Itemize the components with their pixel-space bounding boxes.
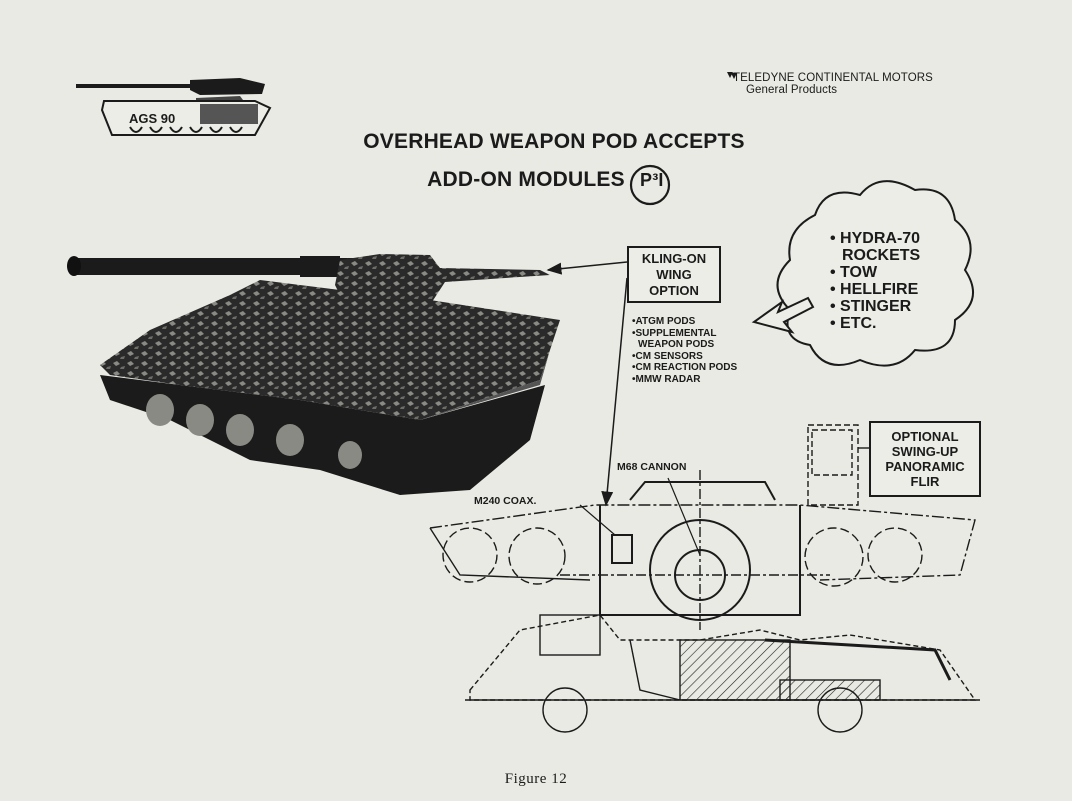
company-line-2: General Products <box>746 84 838 96</box>
kling-options-list: •ATGM PODS •SUPPLEMENTAL WEAPON PODS •CM… <box>632 316 737 385</box>
title-line-2: ADD-ON MODULES P³I <box>14 168 1072 192</box>
m240-coax-label: M240 COAX. <box>474 495 537 507</box>
cross-section-drawing <box>429 424 980 733</box>
p3i-badge: P³I <box>640 170 664 190</box>
list-item: • STINGER <box>830 298 912 315</box>
flir-line-2: SWING-UP <box>891 444 959 459</box>
list-item: •SUPPLEMENTAL <box>632 327 717 339</box>
list-item: •ATGM PODS <box>632 316 696 327</box>
list-item: • HYDRA-70 <box>830 230 921 247</box>
list-item: WEAPON PODS <box>638 339 715 350</box>
kling-arrow-photo <box>546 261 628 275</box>
flir-line-3: PANORAMIC <box>885 459 965 474</box>
flir-line-4: FLIR <box>910 474 940 489</box>
figure-caption: Figure 12 <box>504 771 568 787</box>
kling-line-3: OPTION <box>649 283 699 298</box>
kling-arrow-drawing <box>601 277 628 507</box>
teledyne-logo-icon <box>727 72 737 79</box>
ags90-logo <box>76 78 272 136</box>
cloud-arrow-icon <box>751 296 815 334</box>
optional-flir-box: OPTIONAL SWING-UP PANORAMIC FLIR <box>869 421 981 497</box>
kling-line-1: KLING-ON <box>641 251 707 266</box>
title-line-2-text: ADD-ON MODULES <box>427 168 625 191</box>
kling-line-2: WING <box>656 267 692 282</box>
list-item: • HELLFIRE <box>830 281 919 298</box>
list-item: ROCKETS <box>842 247 921 264</box>
ags90-logo-text: AGS 90 <box>129 111 176 126</box>
company-line-1: TELEDYNE CONTINENTAL MOTORS <box>733 72 933 84</box>
company-name: TELEDYNE CONTINENTAL MOTORS General Prod… <box>733 72 933 96</box>
tank-photo <box>67 254 560 495</box>
flir-line-1: OPTIONAL <box>891 429 959 444</box>
list-item: • TOW <box>830 264 878 281</box>
list-item: • ETC. <box>830 315 877 332</box>
list-item: •CM REACTION PODS <box>632 362 738 373</box>
kling-on-wing-option-box: KLING-ON WING OPTION <box>627 246 721 303</box>
list-item: •CM SENSORS <box>632 350 703 362</box>
cloud-weapons-list: • HYDRA-70 ROCKETS • TOW • HELLFIRE • ST… <box>830 230 920 332</box>
p3i-badge-circle <box>629 164 671 206</box>
m68-cannon-label: M68 CANNON <box>617 461 687 473</box>
title-line-1: OVERHEAD WEAPON POD ACCEPTS <box>363 130 745 153</box>
list-item: •MMW RADAR <box>632 373 701 385</box>
